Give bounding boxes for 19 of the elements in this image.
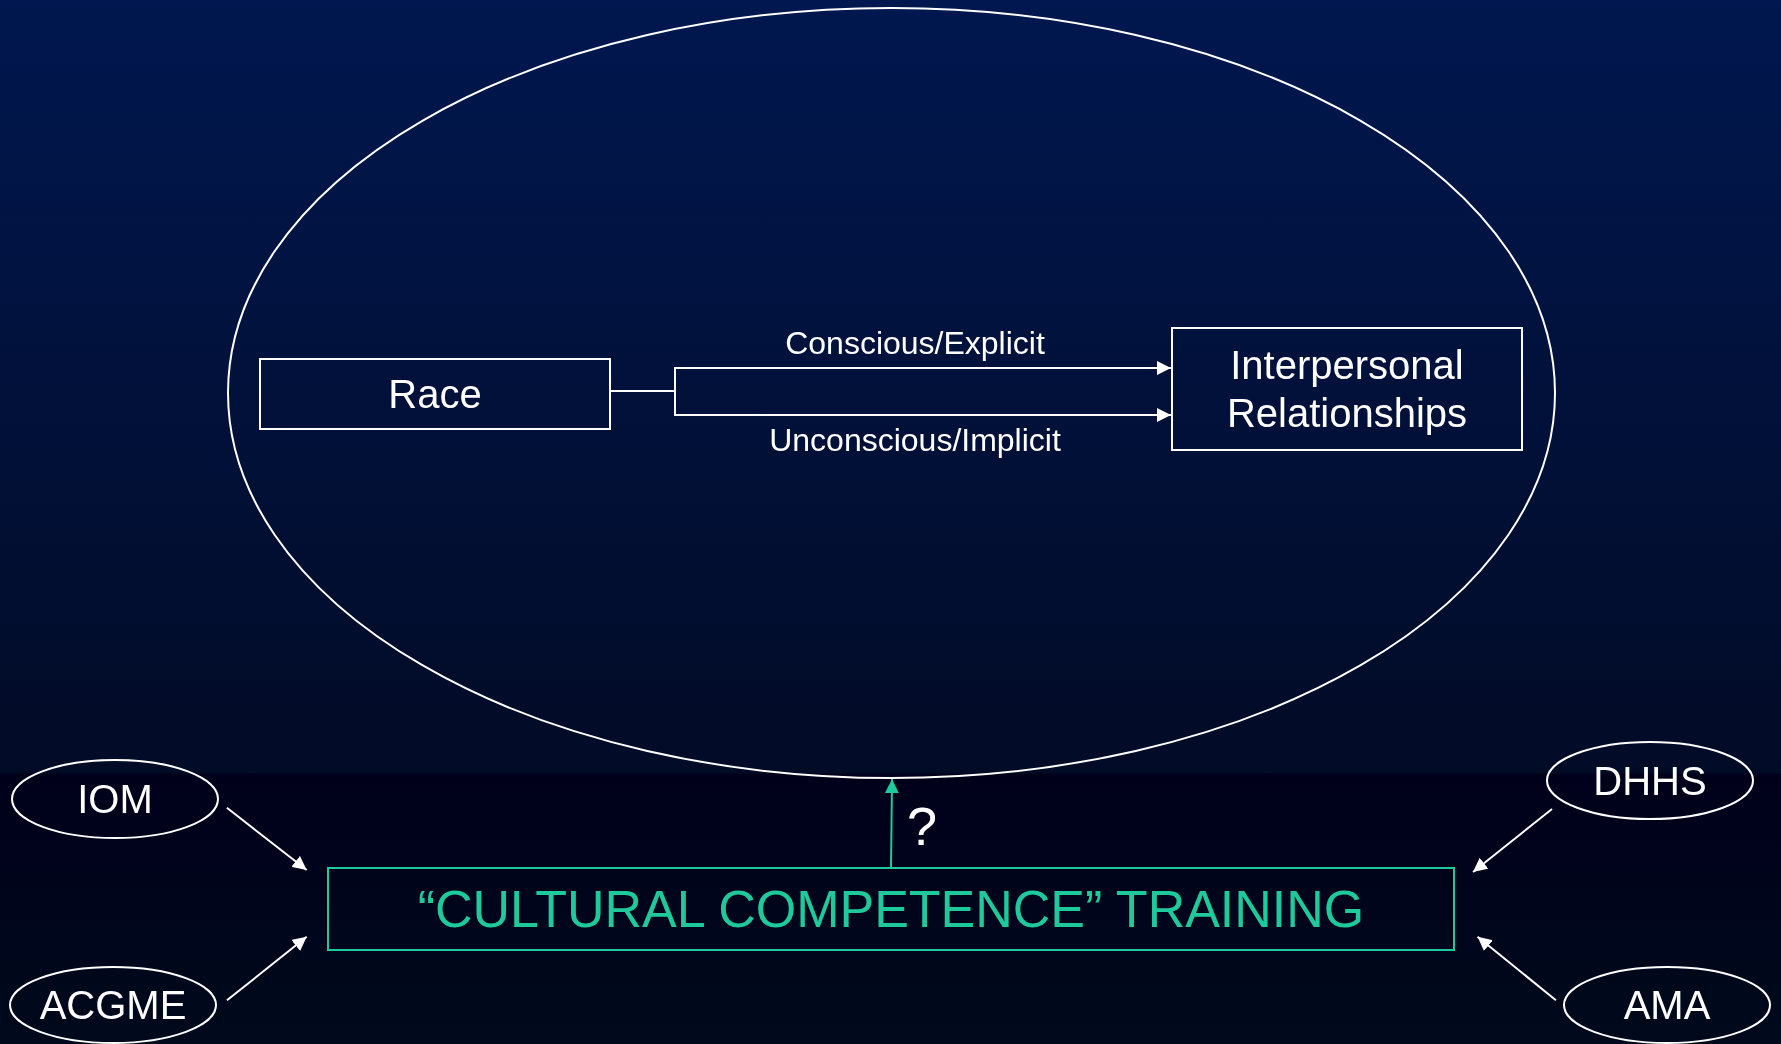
- arrow: [1476, 935, 1557, 1002]
- node-label: ACGME: [39, 982, 187, 1029]
- edge-label: ?: [907, 795, 937, 857]
- arrow: [226, 935, 308, 1002]
- node-label: IOM: [77, 776, 153, 823]
- node-label: DHHS: [1593, 757, 1707, 805]
- node-label: “CULTURAL COMPETENCE” TRAINING: [417, 878, 1365, 940]
- edge-label: Unconscious/Implicit: [769, 421, 1061, 459]
- node-label: Interpersonal Relationships: [1225, 342, 1469, 437]
- arrow: [610, 390, 1172, 423]
- node-label: Race: [388, 371, 482, 418]
- arrow: [225, 806, 308, 871]
- process-box: [327, 867, 1455, 951]
- node-label: AMA: [1623, 982, 1711, 1029]
- arrow: [884, 778, 899, 868]
- process-box: [259, 358, 611, 430]
- edge-label: Conscious/Explicit: [785, 324, 1045, 362]
- arrow: [1472, 807, 1554, 874]
- process-box: [1171, 327, 1523, 451]
